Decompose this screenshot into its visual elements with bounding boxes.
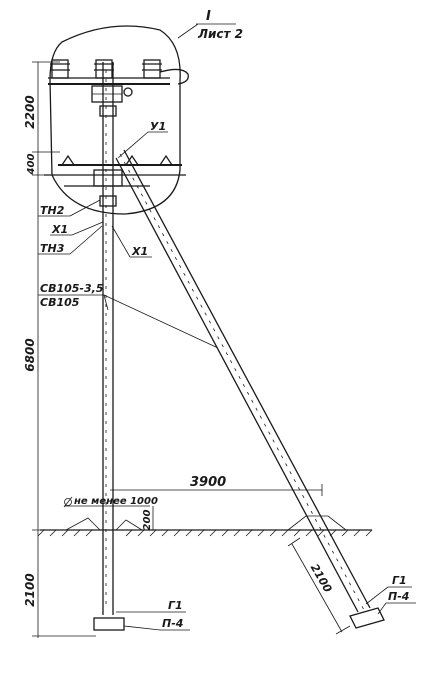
top-insulator-right-icon (142, 59, 162, 79)
pole-type-leader-main (103, 294, 109, 311)
brace-pole-centerline (119, 153, 365, 611)
label-base-p4: П-4 (162, 617, 183, 630)
top-insulator-left-icon (50, 59, 70, 79)
ground-hatching (37, 529, 373, 537)
label-tn2: ТН2 (40, 204, 65, 217)
label-pole-type-1: СВ105-3,5 (40, 282, 104, 295)
label-x1-lower: Х1 (131, 245, 148, 258)
detail-callout-outline (49, 25, 181, 215)
brace-p4-leader (377, 602, 387, 615)
label-x1-upper: Х1 (51, 223, 68, 236)
soil-mound-brace (287, 515, 347, 531)
u1-leader (117, 131, 149, 159)
label-brace-g1: Г1 (392, 574, 407, 587)
dim-3900: 3900 (190, 475, 226, 490)
pole-bracket (93, 169, 123, 187)
lower-insulator-left-icon (61, 154, 75, 166)
tn2-leader (69, 199, 101, 217)
sheet-roman: I (206, 9, 211, 24)
wire-loop-icon (159, 68, 189, 85)
diameter-slash-icon (63, 496, 73, 508)
label-base-g1: Г1 (168, 599, 183, 612)
dim-6800: 6800 (23, 338, 37, 371)
soil-mound-right (115, 519, 143, 531)
callout-leader (177, 23, 199, 39)
lower-insulator-right-icon (159, 154, 173, 166)
pole-type-leader-brace (103, 294, 219, 349)
label-tn3: ТН3 (40, 242, 65, 255)
x1-lower-leader (111, 225, 131, 258)
dim-2100: 2100 (23, 573, 37, 606)
dim-2200: 2200 (23, 95, 37, 128)
soil-mound-left (65, 517, 101, 531)
label-brace-p4: П-4 (388, 590, 409, 603)
dim-brace-2100-line (291, 543, 343, 633)
dim-400: 400 (26, 154, 37, 176)
dim-200: 200 (142, 510, 153, 531)
brace-pole-right-edge (123, 149, 371, 609)
dim-brace-tick-top (287, 537, 301, 547)
top-insulator-middle-icon (94, 59, 114, 79)
diameter-symbol-icon (64, 498, 72, 506)
fuse-disconnector-icon (91, 85, 133, 103)
dim-brace-tick-bottom (335, 625, 351, 635)
pole-clamp-upper (99, 105, 117, 117)
brace-pole-left-edge (115, 157, 359, 613)
tn3-leader (69, 225, 103, 255)
x1-upper-leader (71, 221, 104, 236)
brace-g1-leader (365, 586, 389, 605)
label-u1: У1 (150, 120, 166, 133)
dim-min-clearance: не менее 1000 (74, 496, 158, 507)
sheet-label: Лист 2 (197, 27, 243, 41)
brace-base-plate (349, 607, 385, 629)
lower-insulator-middle-icon (125, 154, 139, 166)
base-p4-leader (123, 625, 161, 631)
pole-clamp-lower (99, 195, 117, 207)
main-pole-base-plate (93, 617, 125, 631)
label-pole-type-2: СВ105 (40, 296, 80, 309)
